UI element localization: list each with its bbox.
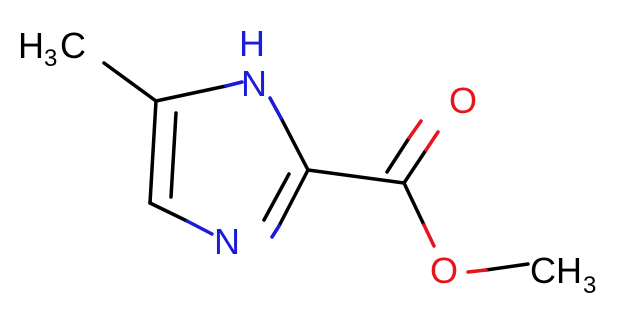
o-carbonyl-label: O <box>449 80 477 121</box>
bond-cc-oester <box>402 181 426 227</box>
methyl-bottom-label: CH 3 <box>530 250 596 299</box>
hetero-bond-group <box>185 80 488 274</box>
bond-n1-c2-colored <box>268 96 283 120</box>
bond-c5-c4-inner <box>169 111 178 199</box>
bond-c5-n1 <box>154 84 228 103</box>
methyl-top-c: C <box>60 25 86 66</box>
bond-cc-o-colored-1 <box>424 130 440 152</box>
n-ring-label: N <box>214 221 240 262</box>
bond-c2-n3-colored <box>270 224 281 239</box>
bond-c2-n3-inner <box>262 172 291 222</box>
bond-cc-oester-colored <box>422 223 436 248</box>
bond-cc-o-2 <box>385 136 411 174</box>
methyl-top-label: H 3 C <box>18 25 86 72</box>
bond-c2-ccarbonyl <box>306 168 406 185</box>
methyl-top-subscript: 3 <box>44 45 57 72</box>
bond-c5-c4 <box>148 99 158 205</box>
bond-cc-o-colored-2 <box>407 119 423 140</box>
methyl-bottom-ch: CH <box>530 250 582 291</box>
o-ester-label: O <box>430 250 458 291</box>
methyl-bottom-subscript: 3 <box>583 272 596 299</box>
bond-c5-n1-colored <box>224 80 244 88</box>
nh-h: H <box>239 23 265 64</box>
bond-methyl-c5 <box>102 61 158 103</box>
methyl-top-h: H <box>18 25 44 66</box>
bond-oester-methyl <box>484 262 530 272</box>
bond-c4-n3 <box>148 201 189 223</box>
bond-oester-methyl-colored <box>466 268 488 274</box>
nh-label: H N <box>239 23 267 104</box>
nh-n: N <box>241 63 267 104</box>
bond-c2-n3 <box>277 168 310 228</box>
bond-group <box>102 61 530 272</box>
bond-n1-c2 <box>279 116 310 172</box>
bond-c4-n3-colored <box>185 219 214 236</box>
bond-cc-o-1 <box>402 148 428 185</box>
